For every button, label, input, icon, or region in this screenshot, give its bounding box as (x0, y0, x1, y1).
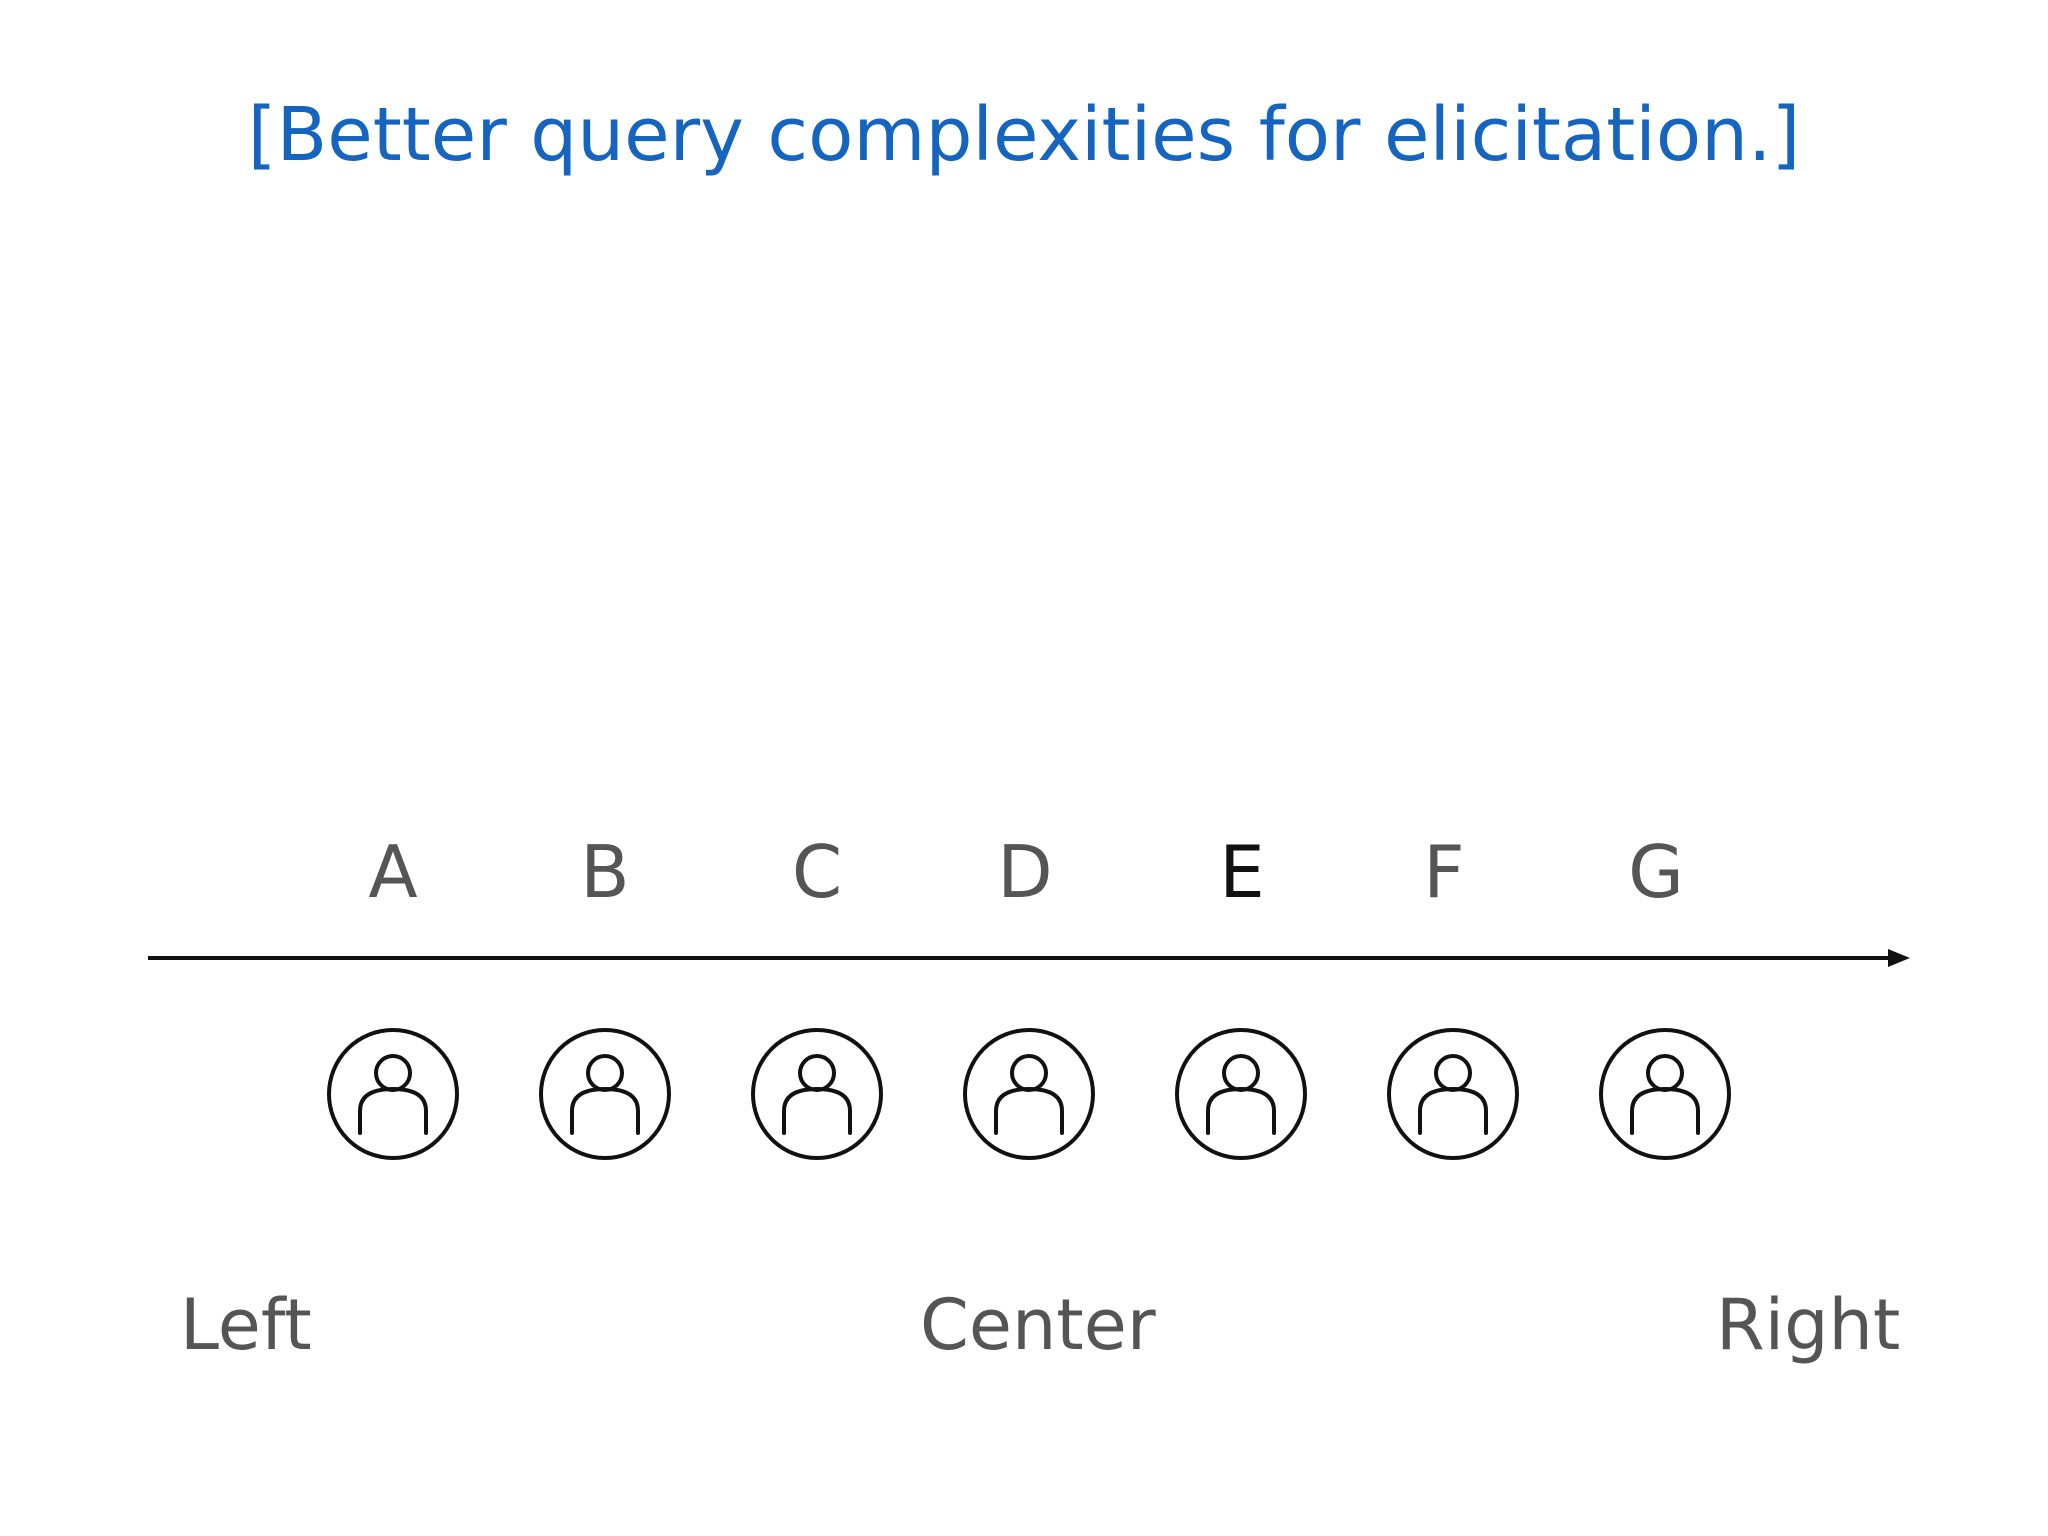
person-icon (751, 1028, 883, 1160)
person-icon (539, 1028, 671, 1160)
person-icon (963, 1028, 1095, 1160)
axis-label-center: Center (920, 1284, 1156, 1366)
person-icon (327, 1028, 459, 1160)
candidate-label-a: A (368, 830, 418, 914)
candidate-label-g: G (1628, 830, 1684, 914)
slide-title: [Better query complexities for elicitati… (247, 92, 1801, 178)
candidate-label-b: B (580, 830, 630, 914)
person-icon (1387, 1028, 1519, 1160)
axis-label-left: Left (180, 1284, 312, 1366)
candidate-label-d: D (997, 830, 1053, 914)
axis-arrowhead (1888, 949, 1910, 967)
candidate-label-f: F (1423, 830, 1465, 914)
person-icon (1599, 1028, 1731, 1160)
candidate-label-c: C (791, 830, 843, 914)
axis-label-right: Right (1716, 1284, 1901, 1366)
candidate-label-e: E (1219, 830, 1265, 914)
person-icon (1175, 1028, 1307, 1160)
